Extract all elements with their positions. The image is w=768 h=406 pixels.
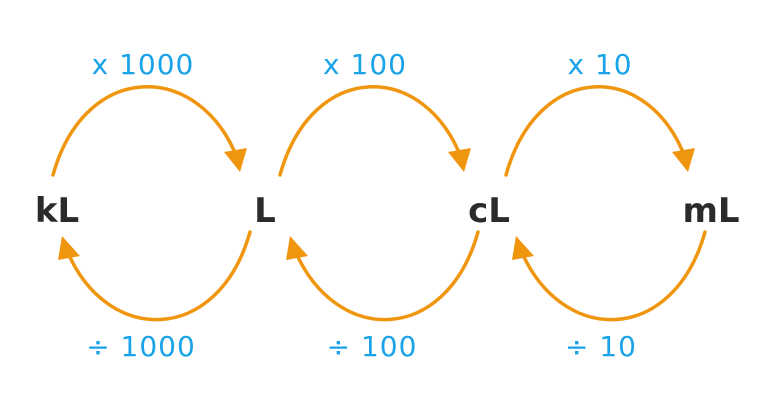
unit-cl: cL bbox=[468, 191, 510, 231]
unit-l: L bbox=[254, 191, 276, 231]
divide-label-1000: ÷ 1000 bbox=[86, 330, 196, 363]
arrowhead-icon bbox=[224, 148, 247, 172]
divide-label-10: ÷ 10 bbox=[565, 330, 637, 363]
arrowhead-icon bbox=[672, 148, 695, 172]
divide-label-100: ÷ 100 bbox=[327, 330, 418, 363]
divide-arrow-cl-l bbox=[292, 230, 480, 322]
divide-arrow-l-kl bbox=[64, 230, 252, 322]
multiply-arrow-kl-l bbox=[51, 85, 240, 177]
multiply-arrow-cl-ml bbox=[504, 85, 688, 177]
multiply-arrow-l-cl bbox=[278, 85, 464, 177]
arrowhead-icon bbox=[448, 148, 471, 172]
multiply-label-100: x 100 bbox=[323, 48, 407, 81]
unit-ml: mL bbox=[682, 191, 739, 231]
arrowhead-icon bbox=[286, 236, 308, 260]
unit-kl: kL bbox=[35, 191, 79, 231]
divide-arrow-ml-cl bbox=[518, 230, 707, 322]
arrowhead-icon bbox=[512, 236, 534, 260]
multiply-label-10: x 10 bbox=[567, 48, 632, 81]
arrowhead-icon bbox=[58, 236, 80, 260]
multiply-label-1000: x 1000 bbox=[92, 48, 195, 81]
